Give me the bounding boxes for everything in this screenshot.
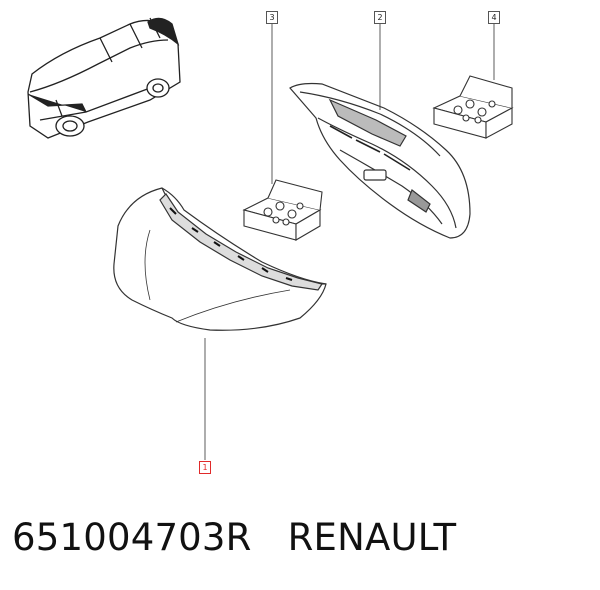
callout-4[interactable]: 4 xyxy=(488,11,500,24)
fastener-box-3 xyxy=(242,179,323,241)
callout-3[interactable]: 3 xyxy=(266,11,278,24)
part-caption: 651004703R RENAULT xyxy=(12,516,456,566)
brand-name: RENAULT xyxy=(287,516,457,559)
bonnet-part xyxy=(113,187,327,331)
callout-1[interactable]: 1 xyxy=(199,461,211,474)
callout-2[interactable]: 2 xyxy=(374,11,386,24)
leader-lines xyxy=(204,24,495,460)
tailgate-part xyxy=(289,82,471,239)
part-number: 651004703R xyxy=(12,516,252,559)
fastener-box-4 xyxy=(432,75,514,139)
car-locator-icon xyxy=(27,17,181,139)
diagram-drawing xyxy=(27,17,514,460)
